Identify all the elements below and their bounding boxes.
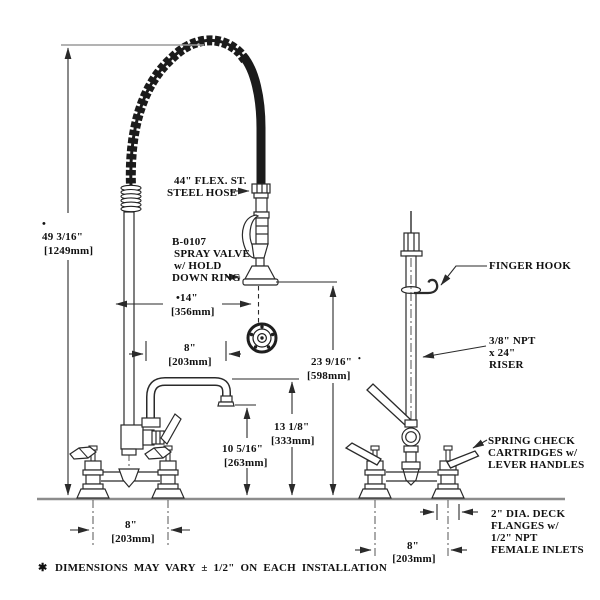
dimension-lines bbox=[61, 44, 488, 554]
callout-flex-hose-2: STEEL HOSE bbox=[167, 187, 237, 199]
callout-deck-flange-3: 1/2" NPT bbox=[491, 532, 538, 544]
callout-riser-1: 3/8" NPT bbox=[489, 335, 536, 347]
dim-spout-len-mm: [203mm] bbox=[168, 356, 212, 368]
lever-side-right bbox=[446, 450, 480, 469]
footnote-star: ✱ bbox=[38, 562, 47, 574]
dim-side-centers-mm: [203mm] bbox=[392, 553, 436, 565]
callout-finger-hook: FINGER HOOK bbox=[489, 260, 571, 272]
riser-top-fitting bbox=[403, 232, 420, 252]
add-on-handle bbox=[160, 413, 182, 445]
hold-down-ring-base bbox=[242, 278, 279, 286]
callout-spray-valve-2: SPRAY VALVE bbox=[174, 248, 250, 260]
riser-tube bbox=[123, 211, 135, 428]
flex-hose bbox=[123, 33, 266, 187]
callout-deck-flange-2: FLANGES w/ bbox=[491, 520, 559, 532]
callout-spray-valve-3: w/ HOLD bbox=[174, 260, 222, 272]
hold-down-ring-bell bbox=[243, 265, 277, 280]
callout-deck-flange-1: 2" DIA. DECK bbox=[491, 508, 565, 520]
dim-nozzle-h-mm: [263mm] bbox=[224, 457, 268, 469]
dim-ring-in: 23 9/16" bbox=[311, 356, 352, 368]
deck-base-front bbox=[69, 445, 185, 499]
callout-deck-flange-4: FEMALE INLETS bbox=[491, 544, 584, 556]
finger-hook bbox=[414, 278, 439, 295]
dim-ring-star: • bbox=[358, 354, 361, 363]
nozzle bbox=[220, 395, 233, 403]
spout-nut bbox=[141, 417, 161, 428]
leader-riser bbox=[422, 345, 487, 359]
callout-spring-check-3: LEVER HANDLES bbox=[488, 459, 584, 471]
callout-spray-valve-1: B-0107 bbox=[172, 236, 206, 248]
callout-riser-2: x 24" bbox=[489, 347, 515, 359]
dim-spout-h-in: 13 1/8" bbox=[274, 421, 309, 433]
dim-side-centers-in: 8" bbox=[407, 540, 419, 552]
side-view bbox=[344, 211, 480, 557]
dim-nozzle-h-in: 10 5/16" bbox=[222, 443, 263, 455]
add-on-faucet bbox=[120, 413, 182, 456]
leader-spring-check bbox=[472, 439, 488, 449]
callout-flex-hose-1: 44" FLEX. ST. bbox=[174, 175, 247, 187]
dim-ring-mm: [598mm] bbox=[307, 370, 351, 382]
bracket-lever bbox=[366, 383, 412, 426]
spray-face bbox=[246, 322, 278, 354]
footnote-text: DIMENSIONS MAY VARY ± 1/2" ON EACH INSTA… bbox=[55, 562, 387, 574]
nozzle-tip bbox=[217, 401, 235, 407]
callout-spring-check-2: CARTRIDGES w/ bbox=[488, 447, 578, 459]
dim-reach-in: •14" bbox=[176, 292, 198, 304]
spring-guard-coil bbox=[120, 184, 142, 213]
callout-spray-valve-4: DOWN RING bbox=[172, 272, 241, 284]
dim-front-centers-in: 8" bbox=[125, 519, 137, 531]
lever-side-left bbox=[344, 442, 382, 466]
dim-overall-star: • bbox=[42, 218, 46, 230]
smooth-hose bbox=[239, 53, 266, 186]
dim-front-centers-mm: [203mm] bbox=[111, 533, 155, 545]
valve-upper-tube bbox=[255, 197, 268, 213]
callout-spring-check-1: SPRING CHECK bbox=[488, 435, 575, 447]
front-view bbox=[69, 33, 279, 547]
dim-reach-mm: [356mm] bbox=[171, 306, 215, 318]
center-bell bbox=[118, 468, 140, 488]
dim-spout-h-mm: [333mm] bbox=[271, 435, 315, 447]
dim-spout-len-in: 8" bbox=[184, 342, 196, 354]
dim-overall-mm: [1249mm] bbox=[44, 245, 93, 257]
spray-valve-assembly bbox=[241, 183, 279, 286]
labels: • 49 3/16" [1249mm] 44" FLEX. ST. STEEL … bbox=[38, 175, 584, 574]
callout-riser-3: RISER bbox=[489, 359, 524, 371]
dim-overall-in: 49 3/16" bbox=[42, 231, 83, 243]
swing-spout bbox=[141, 377, 235, 428]
valve-body bbox=[255, 217, 269, 245]
leader-finger-hook bbox=[440, 265, 487, 286]
